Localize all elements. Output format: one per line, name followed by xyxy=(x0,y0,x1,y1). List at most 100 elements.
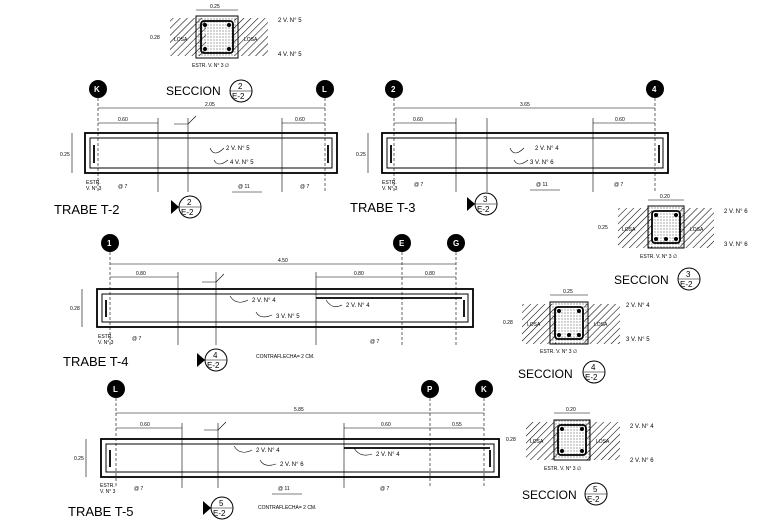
axis-bubble xyxy=(89,80,107,98)
rebar xyxy=(227,23,231,27)
section-width-label: 0.20 xyxy=(566,407,576,413)
section-ref-number: 5 xyxy=(219,499,224,508)
beam-t5: L P K 5.85 0.60 0.60 0.55 2 V. N° 4 2 V.… xyxy=(68,380,500,520)
slab-label: LOSA xyxy=(622,227,636,233)
section-5: 0.20 0.28 LOSA LOSA 2 V. N° 4 2 V. N° 6 … xyxy=(506,407,654,506)
end-zone-dimension: 0.60 xyxy=(295,117,305,123)
rebar xyxy=(203,23,207,27)
extra-bars-label: 2 V. N° 4 xyxy=(376,452,400,458)
end-zone-dimension: 0.60 xyxy=(381,422,391,428)
beam-title: TRABE T-2 xyxy=(54,202,120,217)
axis-label: G xyxy=(453,239,459,248)
slab-hatch-right xyxy=(234,18,268,56)
depth-dimension: 0.25 xyxy=(60,152,70,158)
stirrup-spacing: @ 7 xyxy=(118,184,127,190)
section-ref-number: 4 xyxy=(213,351,218,360)
section-ref-sheet: E-2 xyxy=(207,361,220,370)
axis-bubble xyxy=(107,380,125,398)
axis-bubble xyxy=(646,80,664,98)
span-dimension: 5.85 xyxy=(294,407,304,413)
section-title: SECCION xyxy=(518,367,573,381)
beam-title: TRABE T-4 xyxy=(63,354,129,369)
section-width-label: 0.20 xyxy=(660,194,670,200)
slab-label: LOSA xyxy=(530,439,544,445)
beam-reinforcement xyxy=(101,293,469,323)
stirrup-spacing: @ 11 xyxy=(238,184,250,190)
axis-label: 2 xyxy=(391,85,396,94)
stirrup xyxy=(554,306,584,340)
beam-outline xyxy=(100,438,500,478)
beam-reinforcement xyxy=(105,443,495,473)
axis-bubble xyxy=(421,380,439,398)
stirrup-spacing: @ 11 xyxy=(536,182,548,188)
beam-outline xyxy=(84,132,338,174)
bottom-bars-label: 3 V. N° 6 xyxy=(724,242,748,248)
end-zone-dimension: 0.60 xyxy=(140,422,150,428)
stirrup-spacing: @ 7 xyxy=(614,182,623,188)
top-bars-label: 2 V. N° 5 xyxy=(278,18,302,24)
end-zone-dimension: 0.55 xyxy=(452,422,462,428)
slab-label: LOSA xyxy=(174,37,188,43)
axis-label: L xyxy=(322,85,327,94)
stirrup-label: V. N° 3 xyxy=(100,489,116,495)
section-ref-number: 2 xyxy=(187,198,192,207)
stirrup-spacing: @ 7 xyxy=(134,486,143,492)
beam-reinforcement xyxy=(89,137,333,169)
rebar xyxy=(203,47,207,51)
section-ref-sheet: E-2 xyxy=(181,208,194,217)
end-zone-dimension: 0.80 xyxy=(354,271,364,277)
depth-dimension: 0.25 xyxy=(74,456,84,462)
axis-label: E xyxy=(399,239,405,248)
top-bars-label: 2 V. N° 4 xyxy=(535,146,559,152)
axis-bubble xyxy=(393,234,411,252)
stirrup-label: ESTR. xyxy=(100,483,115,489)
top-bars-label: 2 V. N° 4 xyxy=(252,298,276,304)
axis-bubble xyxy=(385,80,403,98)
slab-label: LOSA xyxy=(527,322,541,328)
beam-outline xyxy=(96,288,474,328)
section-ref-sheet: E-2 xyxy=(587,495,600,504)
bottom-bars-label: 2 V. N° 6 xyxy=(280,462,304,468)
beam-t2: K L 2.05 0.60 0.60 2 V. N° 5 4 V. N° 5 0… xyxy=(54,80,338,219)
bottom-bars-label: 3 V. N° 6 xyxy=(530,160,554,166)
top-bars-label: 2 V. N° 6 xyxy=(724,209,748,215)
stirrup-spacing: @ 7 xyxy=(414,182,423,188)
beam-outline xyxy=(381,132,669,174)
section-4: 0.25 0.28 LOSA LOSA 2 V. N° 4 3 V. N° 5 … xyxy=(503,289,650,384)
camber-note: CONTRAFLECHA= 2 CM. xyxy=(256,354,314,360)
stirrup-spacing: @ 7 xyxy=(132,336,141,342)
section-ref-number: 2 xyxy=(238,82,243,91)
section-cut-marker xyxy=(174,115,197,125)
span-dimension: 2.05 xyxy=(205,102,215,108)
stirrup-spacing: @ 7 xyxy=(300,184,309,190)
section-ref-sheet: E-2 xyxy=(213,509,226,518)
section-ref-sheet: E-2 xyxy=(680,280,693,289)
stirrup-label: ESTR. V. N° 3 ∅ xyxy=(640,254,677,260)
stirrup-label: ESTR. xyxy=(382,180,397,186)
section-2: 0.25 0.28 LOSA LOSA 2 V. N° 5 4 V. N° 5 … xyxy=(150,4,302,103)
top-bars-label: 2 V. N° 5 xyxy=(226,146,250,152)
section-3: 0.20 0.25 LOSA LOSA 2 V. N° 6 3 V. N° 6 … xyxy=(598,194,748,291)
rebar xyxy=(227,47,231,51)
bottom-bars-label: 2 V. N° 6 xyxy=(630,458,654,464)
end-zone-dimension: 0.80 xyxy=(136,271,146,277)
slab-label: LOSA xyxy=(594,322,608,328)
section-ref-sheet: E-2 xyxy=(232,92,245,101)
axis-label: 1 xyxy=(107,239,112,248)
span-dimension: 4.50 xyxy=(278,258,288,264)
span-dimension: 3.65 xyxy=(520,102,530,108)
slab-label: LOSA xyxy=(244,37,258,43)
stirrup-label: ESTR. V. N° 3 ∅ xyxy=(540,349,577,355)
stirrup-spacing: @ 11 xyxy=(278,486,290,492)
section-title: SECCION xyxy=(166,84,221,98)
extra-bars-label: 2 V. N° 4 xyxy=(346,303,370,309)
beam-t4: 1 E G 4.50 0.80 0.80 0.80 2 V. N° 4 2 V.… xyxy=(63,234,474,372)
slab-label: LOSA xyxy=(596,439,610,445)
top-bars-label: 2 V. N° 4 xyxy=(626,303,650,309)
section-height-label: 0.25 xyxy=(598,225,608,231)
axis-bubble xyxy=(475,380,493,398)
stirrup-label: ESTR. xyxy=(86,180,101,186)
end-zone-dimension: 0.60 xyxy=(615,117,625,123)
axis-label: L xyxy=(113,385,118,394)
